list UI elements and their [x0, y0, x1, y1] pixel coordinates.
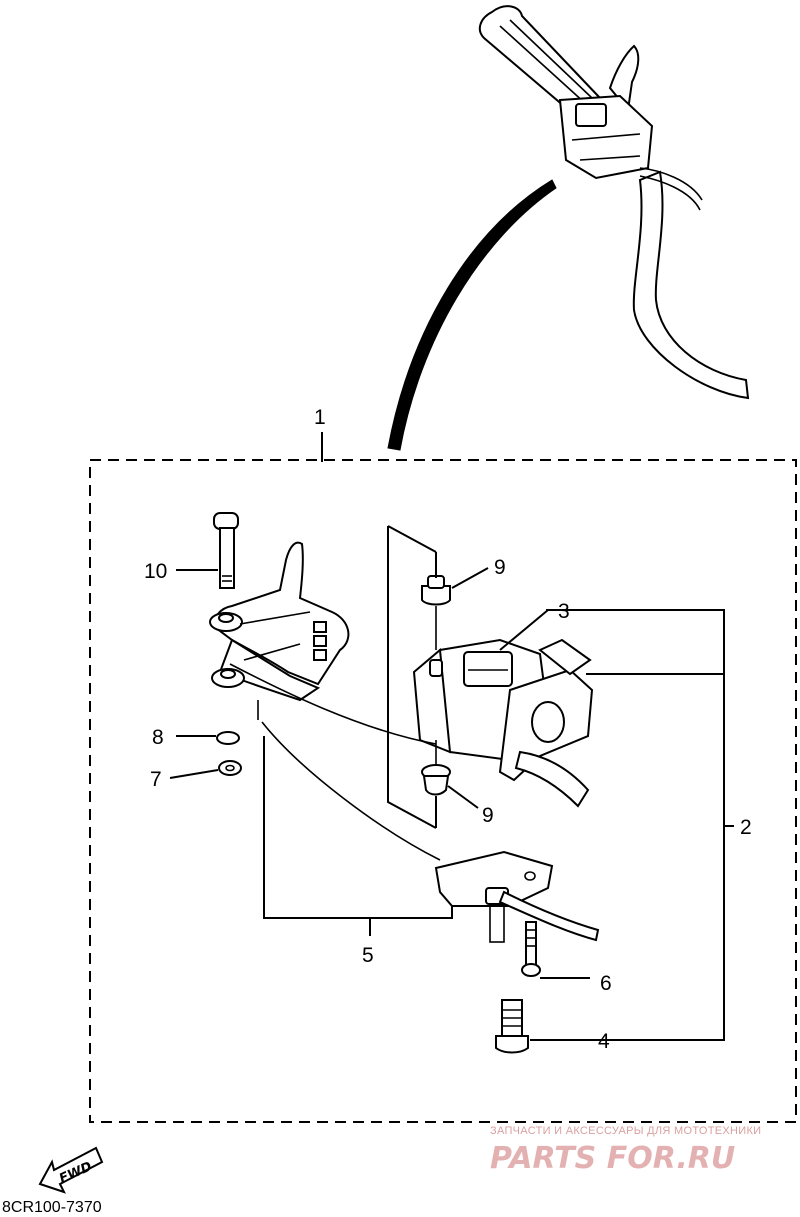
callout-10: 10 [144, 560, 167, 583]
assembly-boundary [89, 459, 797, 1123]
callout-1: 1 [314, 406, 326, 429]
callout-8: 8 [152, 726, 164, 749]
callout-5: 5 [362, 944, 374, 967]
callout-3: 3 [558, 600, 570, 623]
screw-small [521, 921, 541, 977]
watermark-tagline: ЗАПЧАСТИ И АКСЕССУАРЫ ДЛЯ МОТОТЕХНИКИ [490, 1125, 761, 1137]
callout-4: 4 [598, 1030, 610, 1053]
throttle-lever-bracket [209, 541, 350, 702]
callout-9-lower: 9 [482, 804, 494, 827]
circlip [218, 760, 242, 776]
grommet-lower [421, 764, 451, 796]
watermark: ЗАПЧАСТИ И АКСЕССУАРЫ ДЛЯ МОТОТЕХНИКИ PA… [490, 1125, 761, 1176]
diagram-code: 8CR100-7370 [2, 1199, 102, 1216]
callout-2: 2 [740, 816, 752, 839]
pivot-bolt [213, 512, 239, 589]
callout-7: 7 [150, 768, 162, 791]
forward-arrow-icon: FWD [38, 1146, 104, 1194]
grommet-upper [421, 575, 451, 606]
washer [216, 731, 240, 745]
throttle-switch-housing [412, 638, 594, 808]
throttle-cable [387, 179, 557, 451]
callout-6: 6 [600, 972, 612, 995]
handlebar-illustration [478, 5, 750, 400]
throttle-sensor [434, 850, 600, 943]
watermark-brand: PARTS FOR.RU [490, 1141, 735, 1176]
callout-9-upper: 9 [494, 556, 506, 579]
screw-large [495, 999, 529, 1054]
